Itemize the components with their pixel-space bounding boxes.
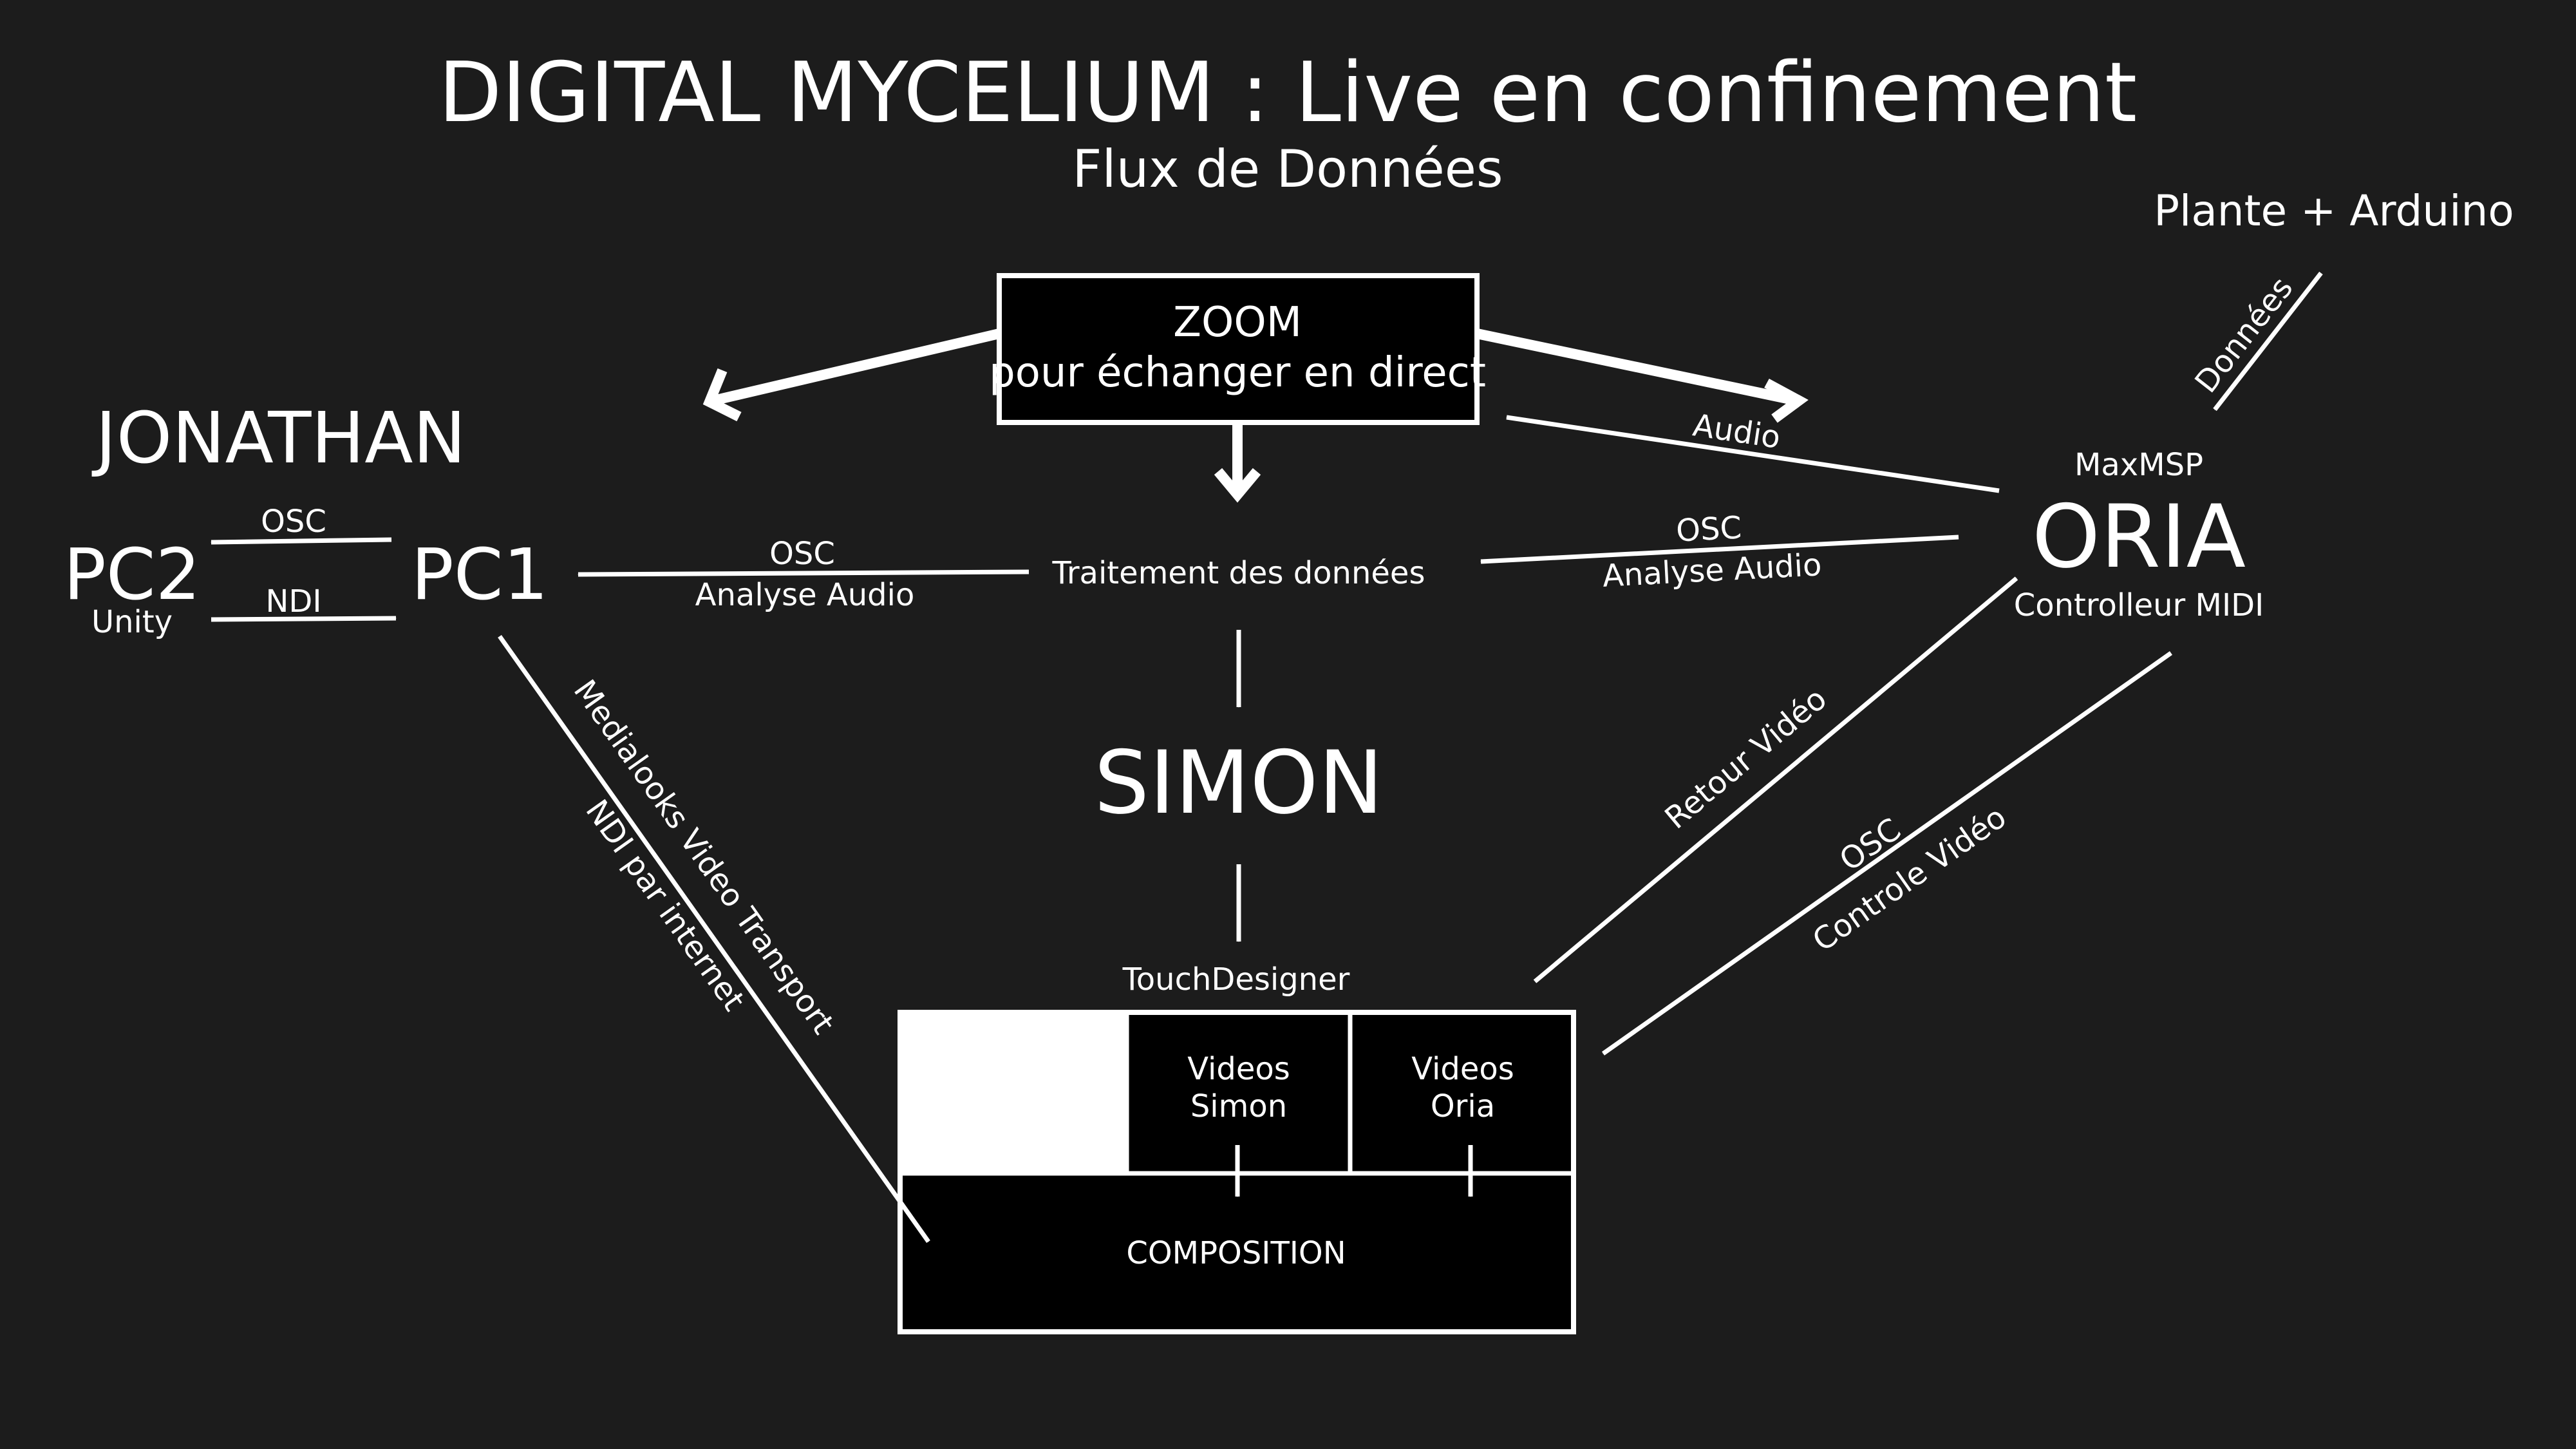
controlleur-label: Controlleur MIDI	[2014, 587, 2264, 623]
zoom-to-jonathan-arrow	[702, 328, 1001, 422]
zoom-sublabel: pour échanger en direct	[989, 349, 1486, 397]
zoom-box	[997, 273, 1480, 425]
controle-video-label: Controle Vidéo	[1806, 799, 2013, 959]
jonathan-label: JONATHAN	[91, 397, 465, 479]
retour-video-label: Retour Vidéo	[1658, 681, 1834, 836]
composition-to-oria-arrow	[1533, 576, 2018, 983]
videos-oria-label: Videos	[1411, 1051, 1514, 1087]
touchdesigner-composition-block: Videos Simon Videos Oria COMPOSITION	[898, 1010, 1576, 1334]
pc2-label: PC2	[63, 533, 200, 616]
pc1-label: PC1	[411, 533, 548, 616]
trait-pc1-analyse-label: Analyse Audio	[695, 577, 915, 613]
oria-label: ORIA	[2032, 486, 2246, 587]
touchdesigner-label: TouchDesigner	[1122, 961, 1350, 998]
oria-to-zoom-audio-arrow	[1507, 415, 2000, 493]
trait-pc1-osc-label: OSC	[769, 536, 835, 572]
pc2-to-pc1-ndi-arrow	[211, 616, 396, 622]
oria-trait-osc-label: OSC	[1675, 509, 1743, 549]
zoom-to-traitement-arrow	[1214, 425, 1261, 503]
composition-label: COMPOSITION	[1126, 1235, 1346, 1271]
oria-to-traitement-arrow	[1481, 535, 1959, 564]
composition-empty-slot	[900, 1012, 1127, 1173]
videos-simon-sublabel: Simon	[1190, 1088, 1287, 1124]
videos-simon-label: Videos	[1187, 1051, 1290, 1087]
plante-label: Plante + Arduino	[2154, 186, 2514, 236]
pc2-pc1-ndi-label: NDI	[265, 583, 321, 620]
traitement-label: Traitement des données	[1052, 555, 1425, 591]
videos-oria-sublabel: Oria	[1431, 1088, 1495, 1124]
diagram-title: DIGITAL MYCELIUM : Live en confinement	[438, 45, 2137, 141]
donnees-label: Données	[2188, 270, 2300, 400]
plante-to-oria-arrow	[2213, 271, 2323, 412]
pc2-unity-label: Unity	[91, 604, 173, 640]
oria-to-composition-arrow	[1601, 651, 2173, 1056]
pc1-to-composition-arrow	[498, 634, 930, 1244]
pc1-to-pc2-osc-arrow	[211, 537, 392, 545]
zoom-to-oria-arrow	[1476, 328, 1809, 423]
traitement-to-pc1-arrow	[578, 569, 1029, 577]
zoom-label: ZOOM	[1173, 299, 1302, 346]
diagram-subtitle: Flux de Données	[1072, 139, 1503, 199]
pc1-pc2-osc-label: OSC	[261, 504, 326, 540]
maxmsp-label: MaxMSP	[2074, 447, 2203, 483]
simon-label: SIMON	[1094, 732, 1383, 833]
